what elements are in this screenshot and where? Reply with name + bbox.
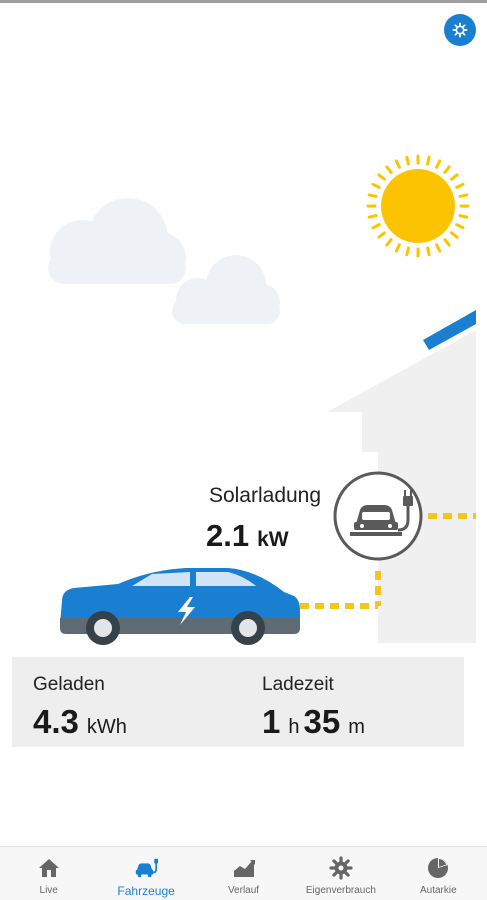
sun-ray (435, 243, 442, 253)
sun-ray (367, 193, 378, 198)
sun-ray (443, 238, 451, 247)
nav-label-live: Live (39, 885, 58, 896)
lightning-icon (178, 597, 195, 625)
nav-item-live[interactable]: Live (0, 847, 97, 900)
duration-minutes-unit: m (348, 716, 365, 738)
sun-ray (385, 238, 393, 247)
sun-ray (455, 223, 465, 230)
cloud-large (48, 198, 186, 284)
nav-label-autarkie: Autarkie (419, 885, 457, 896)
charging-power-value: 2.1 (206, 518, 250, 553)
duration-minutes: 35 (303, 703, 341, 740)
settings-button[interactable] (444, 14, 476, 46)
sun-ray (385, 165, 393, 174)
house (327, 310, 476, 643)
ev-charger-icon (333, 471, 423, 561)
charged-energy-label: Geladen (33, 674, 105, 695)
status-divider (0, 0, 487, 3)
nav-item-autarkie[interactable]: Autarkie (390, 847, 487, 900)
nav-label-eigenverbrauch: Eigenverbrauch (305, 885, 376, 896)
energy-flow-line (300, 513, 476, 609)
sun-ray (377, 231, 386, 239)
sun-ray (426, 246, 431, 257)
sun-ray (458, 193, 469, 198)
charged-energy-value: 4.3 kWh (33, 703, 131, 741)
nav-label-fahrzeuge: Fahrzeuge (117, 884, 175, 898)
electric-car (60, 568, 300, 645)
sun-ray (435, 159, 442, 169)
bottom-navigation: Live Fahrzeuge Verlauf (0, 846, 487, 900)
sun-ray (405, 246, 410, 257)
sun-ray (377, 173, 386, 181)
energy-flow-illustration (48, 154, 476, 645)
charging-power: 2.1 kW (206, 518, 289, 554)
sun-ray (458, 214, 469, 219)
nav-item-eigenverbrauch[interactable]: Eigenverbrauch (292, 847, 389, 900)
duration-hours: 1 (262, 703, 281, 740)
sun-ray (371, 223, 381, 230)
sun-ray (371, 182, 381, 189)
duration-hours-unit: h (288, 716, 300, 738)
sun-ray (455, 182, 465, 189)
sun-ray (394, 243, 401, 253)
sun-ray (426, 155, 431, 166)
pie-chart-icon (426, 856, 450, 880)
nav-label-verlauf: Verlauf (227, 885, 260, 896)
sun-ray (405, 155, 410, 166)
sun-ray (450, 231, 459, 239)
history-chart-icon (232, 856, 256, 880)
sun-ray (450, 173, 459, 181)
charged-energy-unit: kWh (86, 716, 127, 738)
charging-power-unit: kW (257, 528, 289, 551)
sun-ray (443, 165, 451, 174)
sun-icon (366, 154, 470, 258)
gear-icon (452, 22, 468, 38)
charged-energy-number: 4.3 (33, 703, 79, 740)
ev-charging-icon (134, 856, 159, 880)
sun-ray (394, 159, 401, 169)
nav-item-verlauf[interactable]: Verlauf (195, 847, 292, 900)
sun-ray (367, 214, 378, 219)
nav-item-fahrzeuge[interactable]: Fahrzeuge (97, 847, 194, 900)
charging-mode-label: Solarladung (208, 484, 322, 507)
gear-icon (329, 856, 353, 880)
cloud-small (172, 255, 280, 324)
home-icon (37, 856, 61, 880)
charging-duration-label: Ladezeit (262, 674, 334, 695)
